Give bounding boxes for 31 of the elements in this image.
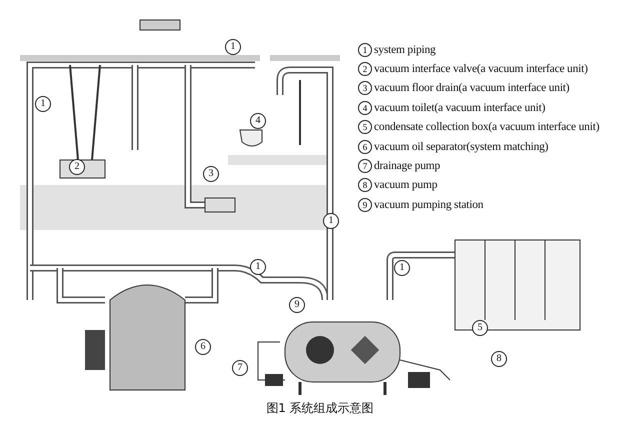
legend-item-text: condensate collection box(a vacuum interface unit) [374, 121, 600, 134]
callout-number: 8 [491, 351, 507, 367]
callout-number: 1 [394, 260, 410, 276]
callout-number: 3 [358, 81, 372, 96]
callout-number: 4 [250, 113, 266, 129]
figure-caption: 图1 系统组成示意图 [265, 400, 375, 417]
callout-number: 1 [35, 96, 51, 112]
callout-number: 8 [358, 178, 372, 192]
legend-item-text: vacuum toilet(a vacuum interface unit) [374, 102, 546, 114]
legend-item-text: drainage pump [374, 160, 440, 172]
legend-item-text: vacuum floor drain(a vacuum interface unit) [374, 82, 570, 94]
callout-number: 9 [289, 297, 305, 313]
callout-number: 4 [358, 100, 372, 115]
legend-item-text: vacuum oil separator(system matching) [374, 140, 548, 153]
callout-number: 2 [358, 62, 372, 76]
callout-number: 6 [195, 339, 211, 355]
callout-number: 1 [358, 42, 372, 57]
legend-item-text: vacuum interface valve(a vacuum interface unit) [374, 63, 588, 76]
callout-number: 7 [358, 159, 372, 174]
callout-number: 9 [358, 198, 372, 212]
callout-number: 6 [358, 140, 372, 154]
legend-item-text: system piping [374, 44, 436, 56]
callout-number: 1 [225, 39, 241, 55]
callout-number: 5 [472, 320, 488, 336]
callout-number: 7 [232, 360, 248, 376]
callout-number: 3 [203, 166, 219, 182]
legend-item-text: vacuum pump [374, 179, 438, 192]
legend-item-text: vacuum pumping station [374, 198, 484, 211]
callout-number: 1 [250, 259, 266, 275]
callout-number: 1 [323, 213, 339, 229]
callout-number: 5 [358, 120, 372, 134]
